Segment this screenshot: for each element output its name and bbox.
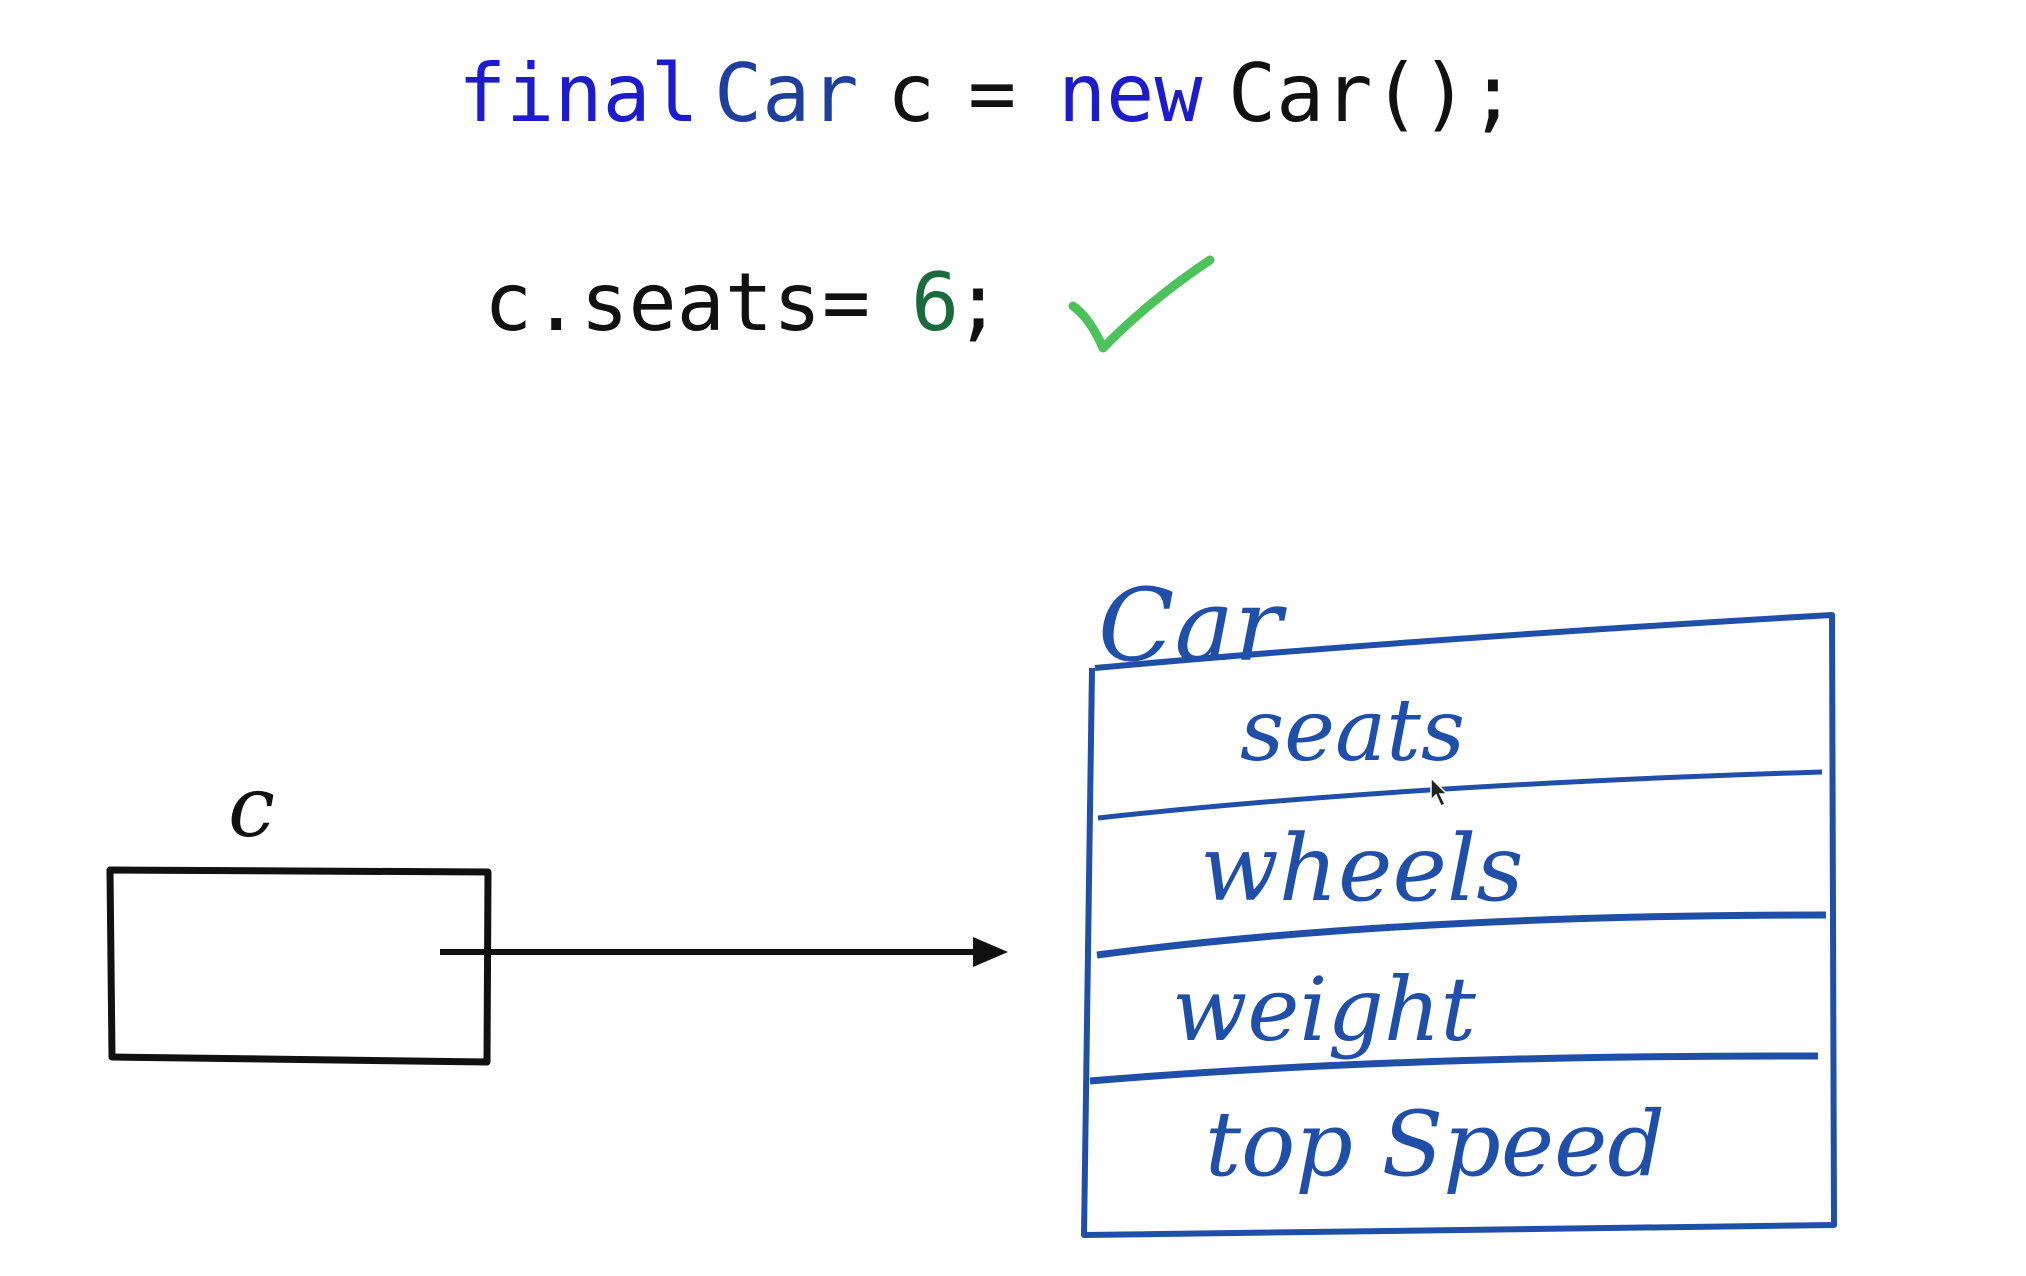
field-divider bbox=[1096, 911, 1827, 959]
reference-label: c bbox=[228, 758, 275, 856]
object-box-outline bbox=[1081, 612, 1837, 1238]
assign-operator-2: = bbox=[822, 256, 870, 349]
mouse-cursor-icon bbox=[1430, 776, 1449, 808]
constructor-call: Car(); bbox=[1228, 47, 1517, 140]
checkmark-icon bbox=[1068, 255, 1215, 353]
object-box bbox=[1081, 612, 1837, 1238]
reference-arrow bbox=[440, 937, 1008, 967]
code-line-2: c.seats = 6 ; bbox=[484, 256, 1002, 349]
assign-operator: = bbox=[968, 47, 1016, 140]
keyword-final: final bbox=[458, 47, 699, 140]
type-car: Car bbox=[714, 47, 859, 140]
number-literal: 6 bbox=[911, 256, 959, 349]
field-name: seats bbox=[1240, 681, 1465, 781]
field-assignment: c.seats bbox=[484, 256, 821, 349]
keyword-new: new bbox=[1058, 47, 1203, 140]
field-name: wheels bbox=[1200, 815, 1524, 922]
field-divider bbox=[1089, 1052, 1819, 1085]
variable-c: c bbox=[887, 47, 935, 140]
field-name: weight bbox=[1172, 958, 1477, 1061]
code-line-1: final Car c = new Car(); bbox=[458, 47, 1517, 140]
field-divider bbox=[1097, 769, 1823, 821]
field-name: top Speed bbox=[1205, 1092, 1665, 1197]
arrowhead-icon bbox=[973, 937, 1008, 967]
semicolon: ; bbox=[954, 256, 1002, 349]
reference-box bbox=[106, 866, 492, 1066]
